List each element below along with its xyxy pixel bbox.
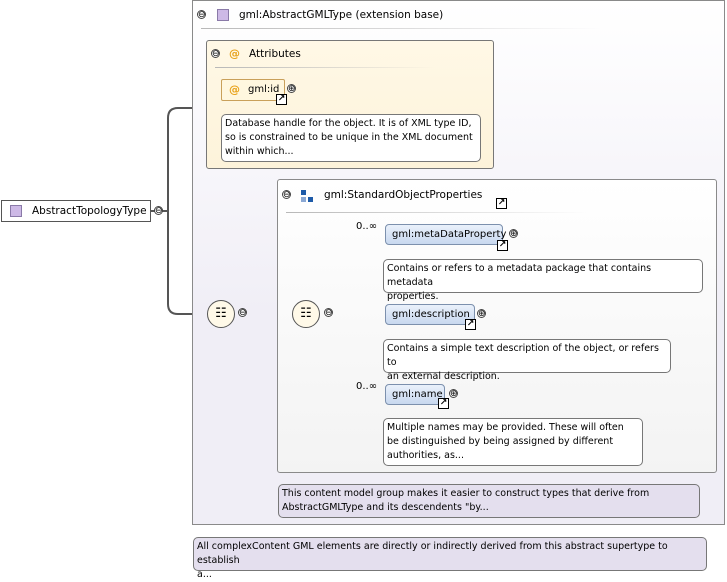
group-title: gml:StandardObjectProperties [324, 189, 483, 201]
root-type-node[interactable]: AbstractTopologyType [1, 200, 151, 222]
element-description[interactable]: gml:description [385, 304, 475, 325]
connector-root-attr [167, 107, 221, 210]
link-arrow-icon[interactable]: ↗ [497, 240, 508, 251]
complex-type-icon [217, 9, 229, 21]
attribute-label: gml:id [248, 84, 280, 95]
attributes-collapse-icon[interactable]: ⊖ [211, 49, 220, 59]
element-name[interactable]: gml:name [385, 384, 445, 405]
sequence-icon[interactable]: ☷ [292, 300, 320, 328]
header-divider [286, 212, 586, 213]
element-doc-note: Multiple names may be provided. These wi… [383, 418, 643, 466]
attribute-at-icon: @ [229, 83, 240, 96]
cardinality-label: 0..∞ [356, 221, 378, 232]
cardinality-label: 0..∞ [356, 381, 378, 392]
extension-title: gml:AbstractGMLType (extension base) [239, 9, 444, 21]
element-label: gml:description [392, 309, 470, 320]
attributes-title: Attributes [249, 48, 301, 60]
root-type-label: AbstractTopologyType [32, 205, 147, 217]
element-doc-note: Contains or refers to a metadata package… [383, 259, 703, 302]
group-doc-note: This content model group makes it easier… [278, 484, 700, 518]
attribute-doc-note: Database handle for the object. It is of… [221, 114, 481, 162]
expand-icon[interactable]: ⊕ [287, 84, 296, 94]
expand-icon[interactable]: ⊕ [509, 229, 518, 239]
connector-root-seq [167, 210, 207, 315]
header-divider [201, 28, 601, 29]
attribute-gml-id[interactable]: @ gml:id [221, 79, 285, 101]
header-divider [215, 67, 435, 68]
sequence-collapse-icon[interactable]: ⊖ [238, 308, 247, 318]
element-label: gml:metaDataProperty [392, 229, 507, 240]
link-arrow-icon[interactable]: ↗ [276, 94, 287, 105]
sequence-collapse-icon[interactable]: ⊖ [324, 308, 333, 318]
link-arrow-icon[interactable]: ↗ [438, 398, 449, 409]
link-arrow-icon[interactable]: ↗ [465, 319, 476, 330]
expand-icon[interactable]: ⊕ [449, 389, 458, 399]
link-arrow-icon[interactable]: ↗ [496, 198, 507, 209]
element-label: gml:name [392, 389, 443, 400]
group-icon [301, 190, 313, 202]
root-collapse-icon[interactable]: ⊖ [154, 206, 163, 216]
sequence-icon[interactable]: ☷ [207, 300, 235, 328]
element-metadata-property[interactable]: gml:metaDataProperty [385, 224, 507, 245]
group-collapse-icon[interactable]: ⊖ [282, 190, 291, 200]
root-doc-note: All complexContent GML elements are dire… [193, 537, 707, 580]
extension-collapse-icon[interactable]: ⊖ [197, 10, 206, 20]
complex-type-icon [10, 205, 22, 217]
attribute-at-icon: @ [229, 47, 240, 60]
element-doc-note: Contains a simple text description of th… [383, 339, 671, 382]
expand-icon[interactable]: ⊕ [477, 309, 486, 319]
